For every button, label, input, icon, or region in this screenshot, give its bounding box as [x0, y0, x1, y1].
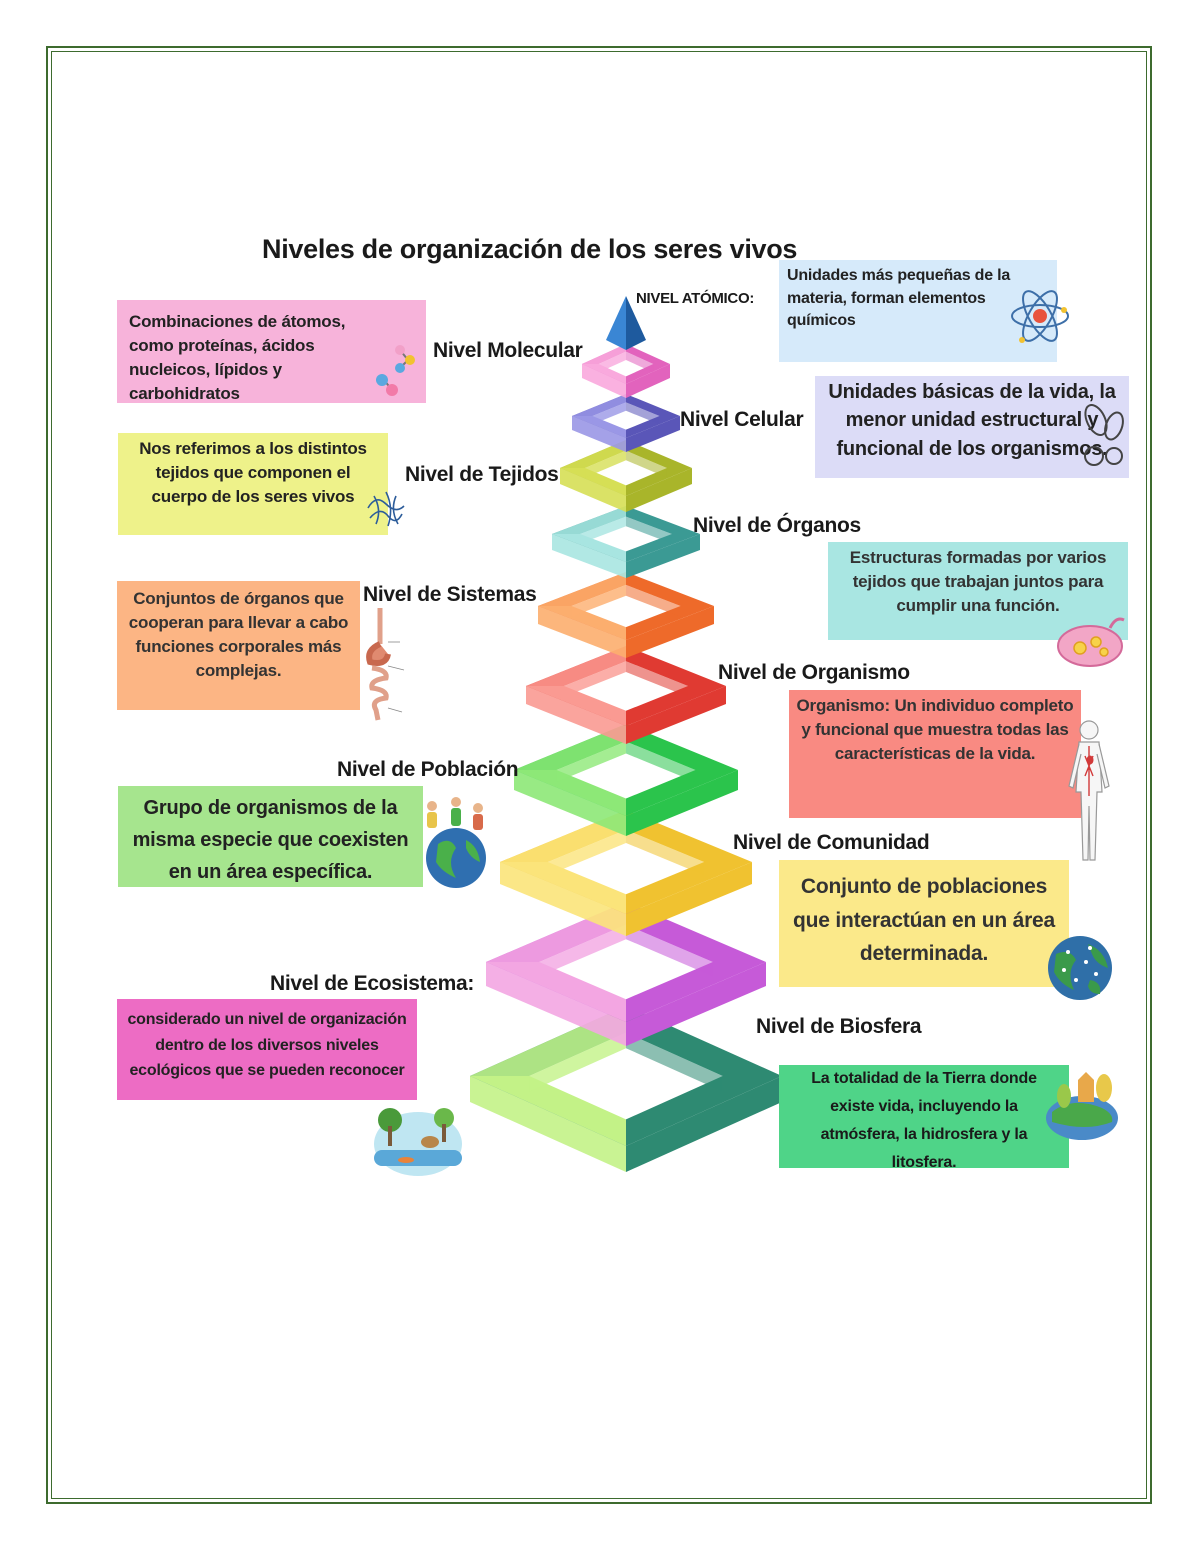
tissue-description-box: Nos referimos a los distintos tejidos qu…	[118, 433, 388, 535]
tier-opening	[564, 661, 688, 711]
page-border-inner	[51, 51, 1147, 1499]
tier-right-face	[626, 534, 700, 578]
label-atomic: NIVEL ATÓMICO:	[636, 290, 755, 307]
systems-description-box: Conjuntos de órganos que cooperan para l…	[117, 581, 360, 710]
tier-left-face	[538, 606, 626, 658]
population-description: Grupo de organismos de la misma especie …	[132, 797, 409, 883]
pyramid-tiers	[470, 344, 782, 1172]
population-description-box: Grupo de organismos de la misma especie …	[118, 786, 423, 887]
systems-description: Conjuntos de órganos que cooperan para l…	[128, 589, 349, 681]
cellular-description: Unidades básicas de la vida, la menor un…	[828, 381, 1116, 460]
page-border-outer	[46, 46, 1152, 1504]
label-organs: Nivel de Órganos	[693, 514, 861, 537]
organism-description: Organismo: Un individuo completo y funci…	[796, 696, 1074, 764]
tier-left-face	[514, 770, 626, 836]
community-description: Conjunto de poblaciones que interactúan …	[792, 875, 1056, 966]
tier-left-face	[552, 534, 626, 578]
label-ecosystem: Nivel de Ecosistema:	[270, 972, 475, 995]
pyramid-tier-community	[500, 810, 752, 936]
label-cellular: Nivel Celular	[680, 408, 804, 431]
pyramid-tier-tissue	[560, 440, 692, 512]
ecosystem-icon	[374, 1108, 462, 1176]
tier-right-face	[626, 862, 752, 936]
pyramid-tier-population	[514, 724, 738, 836]
tier-right-face	[626, 686, 726, 744]
organ-icon	[1057, 617, 1125, 667]
atom-icon	[1011, 290, 1069, 343]
tier-left-face	[526, 686, 626, 744]
cellular-description-box: Unidades básicas de la vida, la menor un…	[815, 376, 1129, 478]
tier-right-face	[626, 606, 714, 658]
biosphere-icon	[1046, 1072, 1118, 1140]
pyramid-tier-cellular	[572, 394, 680, 452]
tier-left-face	[582, 364, 626, 398]
tier-right-face	[626, 468, 692, 512]
pyramid-tier-ecosystem	[486, 902, 766, 1046]
apex-right-face	[626, 296, 646, 350]
tier-left-face	[572, 416, 626, 452]
tier-right-face	[626, 364, 670, 398]
pyramid-tier-organs	[552, 506, 700, 578]
label-molecular: Nivel Molecular	[433, 339, 583, 362]
organism-description-box: Organismo: Un individuo completo y funci…	[789, 690, 1081, 818]
tier-opening	[571, 584, 681, 628]
biosphere-description: La totalidad de la Tierra donde existe v…	[811, 1070, 1037, 1171]
label-organism: Nivel de Organismo	[718, 661, 910, 684]
pyramid-tier-systems	[538, 572, 714, 658]
tier-right-face	[626, 1076, 782, 1172]
cells-icon	[1084, 404, 1124, 466]
atomic-description: Unidades más pequeñas de la materia, for…	[787, 267, 1011, 330]
ecosystem-description: considerado un nivel de organización den…	[127, 1011, 407, 1080]
tier-right-face	[626, 770, 738, 836]
digestive-system-icon	[366, 608, 405, 721]
molecule-icon	[376, 345, 415, 396]
tissue-icon	[367, 491, 405, 527]
tier-left-face	[486, 962, 626, 1046]
organs-description-box: Estructuras formadas por varios tejidos …	[828, 542, 1128, 640]
apex-left-face	[606, 296, 626, 350]
tier-left-face	[470, 1076, 626, 1172]
tissue-description: Nos referimos a los distintos tejidos qu…	[139, 439, 367, 507]
page-title: Niveles de organización de los seres viv…	[262, 234, 798, 264]
label-population: Nivel de Población	[337, 758, 519, 781]
pyramid-apex	[606, 296, 646, 350]
biosphere-description-box: La totalidad de la Tierra donde existe v…	[779, 1065, 1069, 1171]
pyramid-tier-organism	[526, 646, 726, 744]
pyramid-tier-molecular	[582, 344, 670, 398]
tier-right-face	[626, 416, 680, 452]
molecular-description: Combinaciones de átomos, como proteínas,…	[129, 312, 346, 404]
pyramid-tier-biosphere	[470, 1006, 782, 1172]
tier-left-face	[500, 862, 626, 936]
label-community: Nivel de Comunidad	[733, 831, 930, 854]
tier-left-face	[560, 468, 626, 512]
ecosystem-description-box: considerado un nivel de organización den…	[117, 999, 417, 1100]
label-tissue: Nivel de Tejidos	[405, 463, 559, 486]
tier-opening	[598, 351, 654, 377]
organs-description: Estructuras formadas por varios tejidos …	[849, 548, 1107, 616]
people-globe-icon	[426, 797, 486, 888]
tier-right-face	[626, 962, 766, 1046]
atomic-description-box: Unidades más pequeñas de la materia, for…	[779, 260, 1057, 362]
globe-icon	[1048, 936, 1112, 1000]
label-biosphere: Nivel de Biosfera	[756, 1015, 922, 1038]
molecular-description-box: Combinaciones de átomos, como proteínas,…	[117, 300, 426, 403]
label-systems: Nivel de Sistemas	[363, 583, 537, 606]
community-description-box: Conjunto de poblaciones que interactúan …	[779, 860, 1069, 987]
human-body-icon	[1068, 720, 1110, 861]
